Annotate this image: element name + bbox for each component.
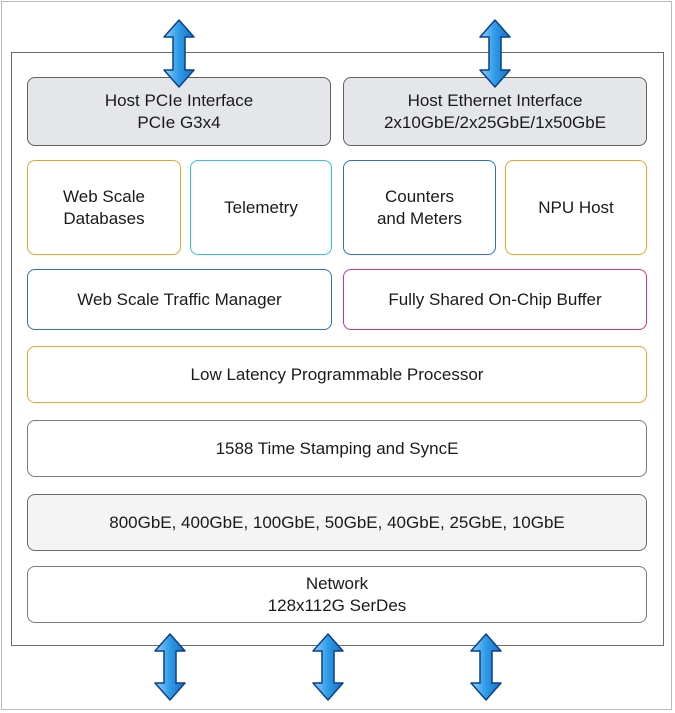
host-pcie-interface-block: Host PCIe Interface PCIe G3x4 (27, 77, 331, 146)
host-pcie-spec: PCIe G3x4 (137, 112, 221, 132)
time-stamping-label: 1588 Time Stamping and SyncE (215, 438, 459, 458)
counters-meters-line1: Counters (385, 186, 454, 206)
web-scale-databases-line2: Databases (63, 208, 145, 228)
ethernet-speeds-block: 800GbE, 400GbE, 100GbE, 50GbE, 40GbE, 25… (27, 494, 647, 551)
ethernet-speeds-label: 800GbE, 400GbE, 100GbE, 50GbE, 40GbE, 25… (109, 512, 565, 532)
host-pcie-title: Host PCIe Interface (104, 90, 254, 110)
telemetry-label: Telemetry (224, 197, 298, 217)
telemetry-block: Telemetry (190, 160, 332, 255)
counters-meters-block: Counters and Meters (343, 160, 496, 255)
network-title: Network (305, 573, 369, 593)
time-stamping-block: 1588 Time Stamping and SyncE (27, 420, 647, 477)
host-ethernet-title: Host Ethernet Interface (407, 90, 583, 110)
npu-host-label: NPU Host (538, 197, 614, 217)
host-ethernet-spec: 2x10GbE/2x25GbE/1x50GbE (383, 112, 607, 132)
double-headed-arrow-icon (470, 633, 502, 701)
double-headed-arrow-icon (163, 19, 195, 88)
on-chip-buffer-block: Fully Shared On-Chip Buffer (343, 269, 647, 330)
network-block: Network 128x112G SerDes (27, 566, 647, 623)
network-serdes: 128x112G SerDes (267, 595, 407, 615)
double-headed-arrow-icon (479, 19, 511, 88)
double-headed-arrow-icon (312, 633, 344, 701)
double-headed-arrow-icon (154, 633, 186, 701)
traffic-manager-label: Web Scale Traffic Manager (77, 289, 282, 309)
web-scale-databases-block: Web Scale Databases (27, 160, 181, 255)
counters-meters-line2: and Meters (376, 208, 463, 228)
web-scale-databases-line1: Web Scale (63, 186, 145, 206)
traffic-manager-block: Web Scale Traffic Manager (27, 269, 332, 330)
programmable-processor-block: Low Latency Programmable Processor (27, 346, 647, 403)
npu-host-block: NPU Host (505, 160, 647, 255)
on-chip-buffer-label: Fully Shared On-Chip Buffer (388, 289, 602, 309)
programmable-processor-label: Low Latency Programmable Processor (190, 364, 484, 384)
